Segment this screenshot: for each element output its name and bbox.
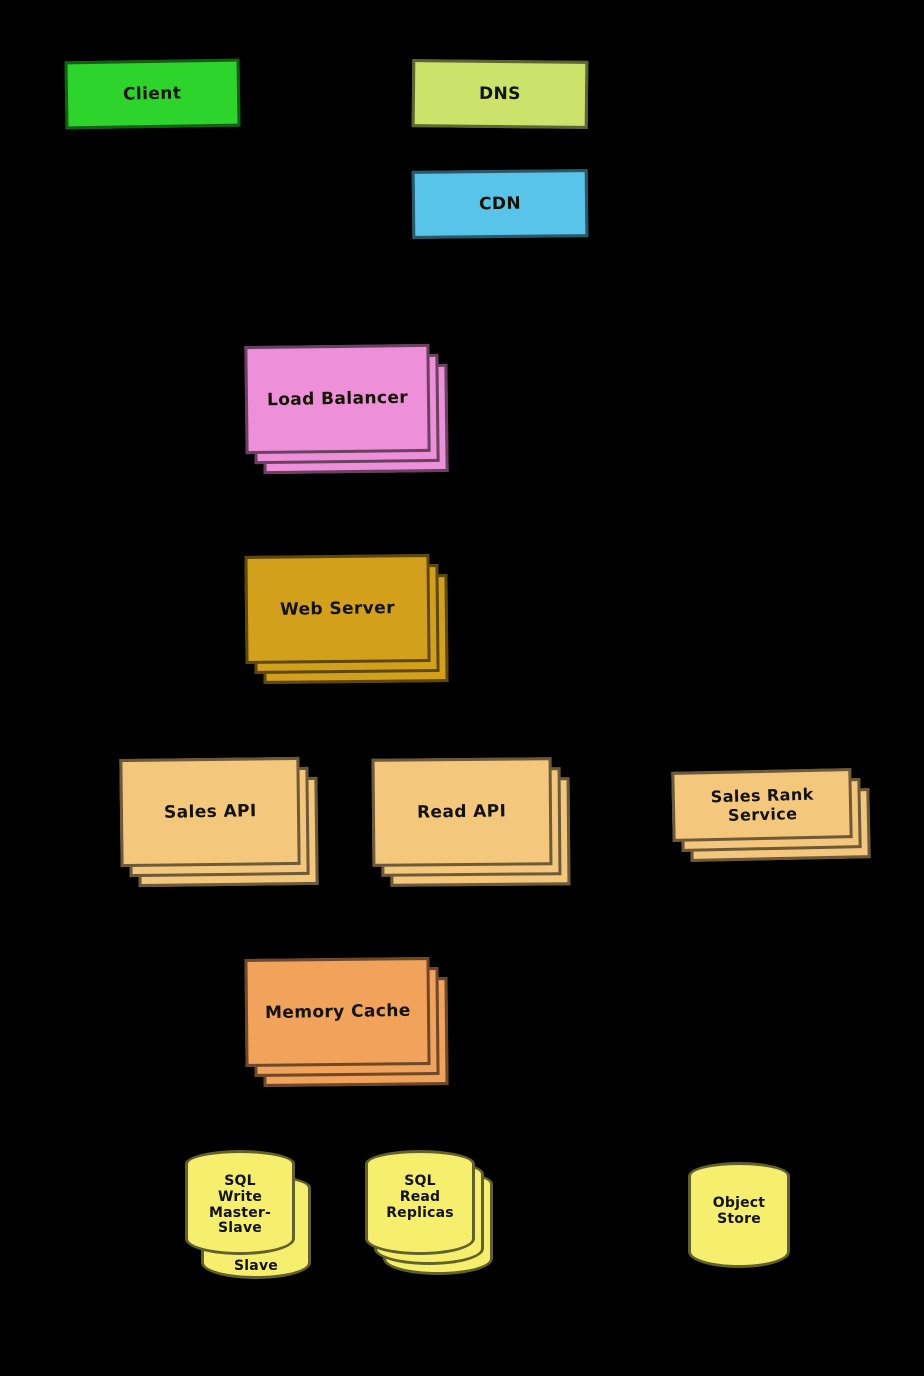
- object-store-cylinder: Object Store: [688, 1162, 790, 1268]
- slave-label: Slave: [234, 1258, 278, 1275]
- client-node: Client: [64, 58, 241, 130]
- cdn-node: CDN: [411, 169, 589, 239]
- cdn-box: CDN: [411, 169, 589, 239]
- dns-label: DNS: [479, 83, 521, 104]
- web-server-box: Web Server: [244, 554, 431, 664]
- memory-cache-node: Memory Cache: [244, 957, 449, 1087]
- load-balancer-label: Load Balancer: [266, 387, 409, 411]
- memory-cache-box: Memory Cache: [244, 957, 431, 1067]
- client-label: Client: [123, 83, 182, 105]
- memory-cache-label: Memory Cache: [264, 1000, 411, 1023]
- sales-api-node: Sales API: [119, 756, 319, 888]
- cylinder-tube: [185, 1164, 295, 1255]
- sales-api-box: Sales API: [119, 756, 301, 868]
- read-api-box: Read API: [371, 757, 553, 867]
- sql-read-replicas-node: SQL Read Replicas: [365, 1150, 493, 1275]
- sql-read-replicas-cylinder: SQL Read Replicas: [365, 1150, 475, 1255]
- sql-read-replicas-label: SQL Read Replicas: [386, 1173, 454, 1221]
- cdn-label: CDN: [478, 193, 522, 215]
- sales-rank-service-node: Sales Rank Service: [671, 768, 871, 862]
- client-box: Client: [64, 58, 241, 130]
- load-balancer-box: Load Balancer: [244, 343, 431, 455]
- object-store-label: Object Store: [712, 1195, 766, 1227]
- read-api-node: Read API: [371, 757, 571, 887]
- dns-box: DNS: [411, 59, 589, 129]
- sql-write-master-slave-node: Slave SQL Write Master- Slave: [185, 1150, 311, 1279]
- read-api-label: Read API: [417, 801, 507, 823]
- dns-node: DNS: [411, 59, 589, 129]
- web-server-node: Web Server: [244, 554, 449, 684]
- sql-write-cylinder: SQL Write Master- Slave: [185, 1150, 295, 1255]
- web-server-label: Web Server: [279, 597, 396, 620]
- object-store-node: Object Store: [688, 1162, 790, 1268]
- sales-rank-service-box: Sales Rank Service: [671, 768, 853, 842]
- cylinder-tube: [688, 1176, 790, 1268]
- sales-rank-service-label: Sales Rank Service: [710, 784, 814, 825]
- cylinder-tube: [365, 1164, 475, 1255]
- sales-api-label: Sales API: [163, 800, 257, 823]
- load-balancer-node: Load Balancer: [244, 343, 449, 475]
- sql-write-master-slave-label: SQL Write Master- Slave: [208, 1173, 271, 1237]
